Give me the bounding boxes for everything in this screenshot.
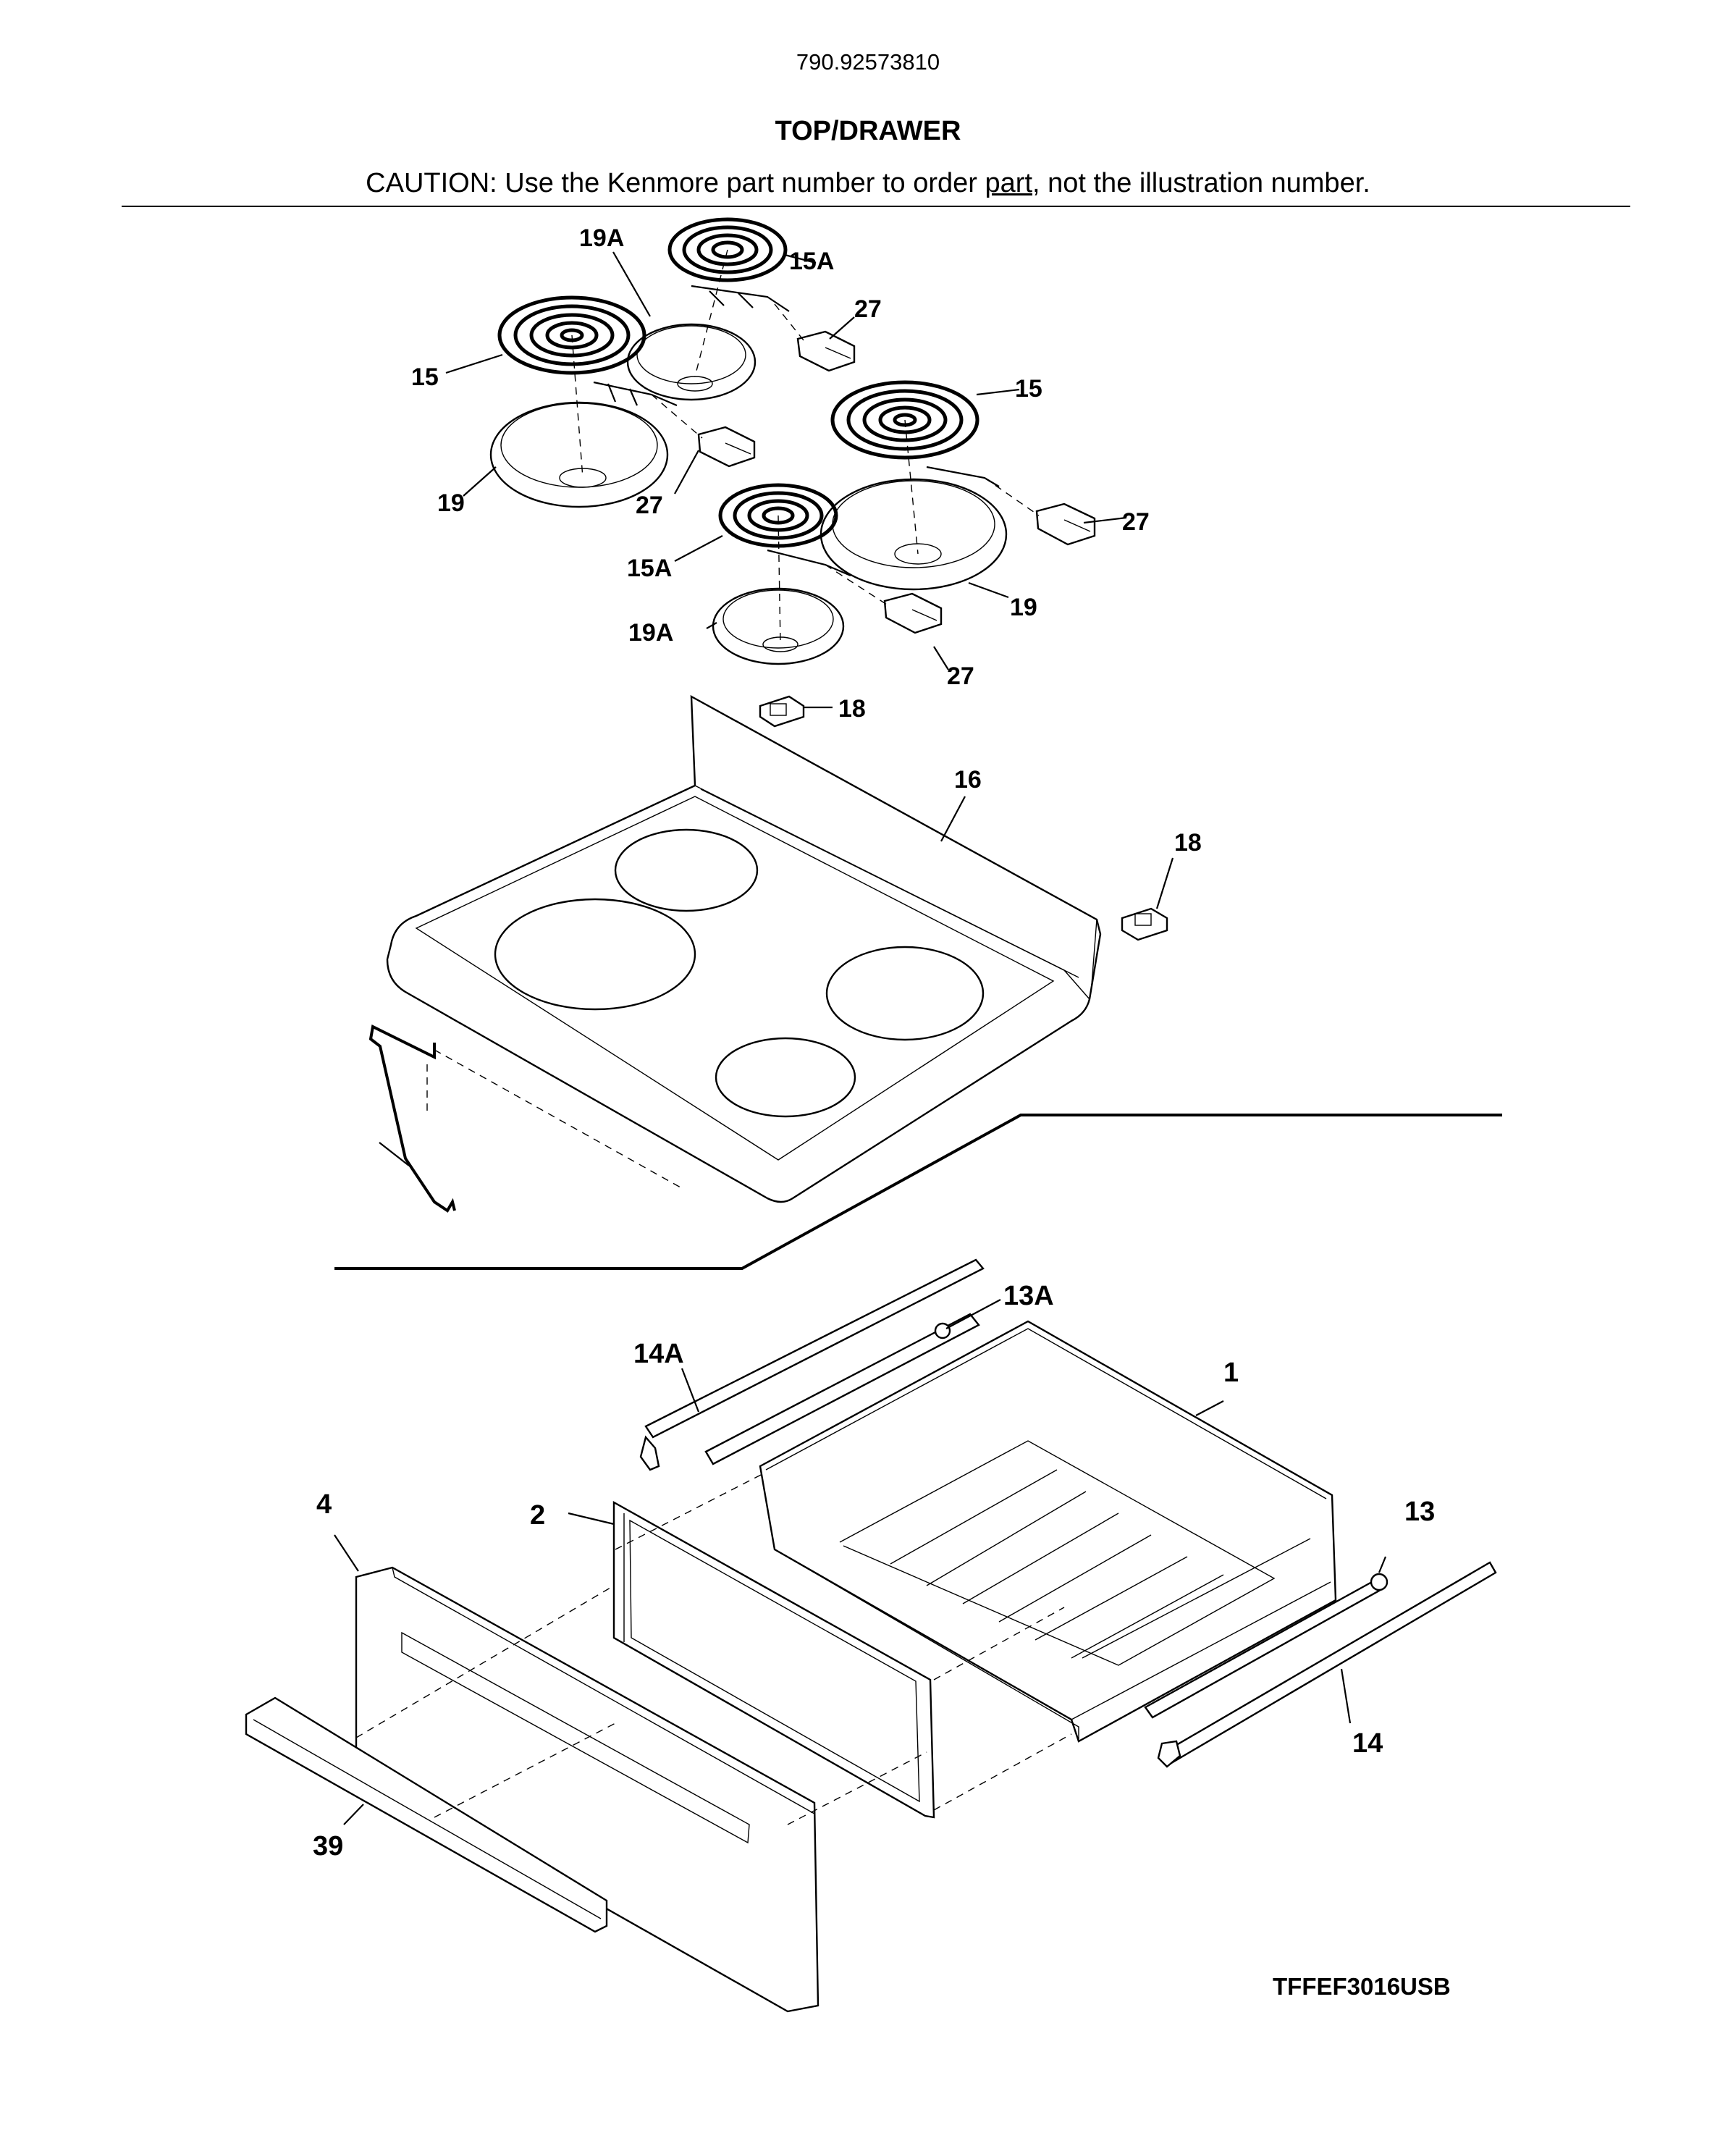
header-rule bbox=[122, 206, 1630, 207]
drawer-body[interactable] bbox=[759, 1320, 1337, 1743]
bracket-right[interactable] bbox=[1121, 907, 1168, 941]
large-element-right[interactable] bbox=[830, 380, 1000, 487]
receptacle-d[interactable] bbox=[883, 592, 943, 634]
cooktop[interactable] bbox=[386, 694, 1102, 1203]
callout-19-left: 19 bbox=[437, 489, 465, 517]
caution-part-link[interactable]: part bbox=[985, 168, 1032, 198]
rail-right[interactable] bbox=[1157, 1561, 1497, 1768]
callout-27-b: 27 bbox=[636, 492, 663, 519]
callout-18-b: 18 bbox=[1174, 829, 1202, 857]
large-drip-bowl-right[interactable] bbox=[819, 478, 1008, 591]
bracket-top[interactable] bbox=[759, 695, 805, 728]
drawer-liner[interactable] bbox=[612, 1500, 935, 1819]
drawer-group bbox=[245, 1258, 1497, 2013]
caution-text-before: CAUTION: Use the Kenmore part number to … bbox=[366, 168, 985, 198]
callout-13a: 13A bbox=[1003, 1281, 1054, 1311]
drawer-handle[interactable] bbox=[245, 1696, 608, 1933]
callout-16: 16 bbox=[954, 766, 982, 794]
caution-text-after: , not the illustration number. bbox=[1032, 168, 1370, 198]
receptacle-a[interactable] bbox=[796, 330, 856, 372]
callout-14: 14 bbox=[1352, 1728, 1383, 1759]
callout-14a: 14A bbox=[633, 1339, 684, 1369]
leader-lines bbox=[334, 251, 1387, 1825]
callout-27-a: 27 bbox=[854, 295, 882, 323]
callout-2: 2 bbox=[530, 1500, 545, 1531]
callout-4: 4 bbox=[316, 1489, 332, 1520]
surface-elements-group bbox=[489, 217, 1096, 665]
callout-19a-top: 19A bbox=[579, 224, 624, 252]
callout-15a-top: 15A bbox=[789, 248, 834, 275]
callout-27-d: 27 bbox=[947, 662, 974, 690]
model-number: 790.92573810 bbox=[796, 49, 940, 75]
section-title: TOP/DRAWER bbox=[775, 116, 961, 146]
callout-15-left: 15 bbox=[411, 363, 439, 391]
callout-15-right: 15 bbox=[1015, 375, 1042, 403]
caution-note: CAUTION: Use the Kenmore part number to … bbox=[0, 168, 1736, 199]
receptacle-b[interactable] bbox=[697, 426, 756, 468]
slide-right[interactable] bbox=[1144, 1573, 1389, 1719]
callout-15a-mid: 15A bbox=[627, 555, 672, 582]
small-drip-bowl-bottom[interactable] bbox=[712, 587, 845, 665]
model-code: TFFEF3016USB bbox=[1273, 1973, 1451, 2000]
callout-1: 1 bbox=[1223, 1358, 1239, 1388]
rail-left[interactable] bbox=[639, 1258, 985, 1471]
small-drip-bowl-top[interactable] bbox=[626, 323, 757, 401]
callout-19-right: 19 bbox=[1010, 594, 1037, 621]
small-element-middle[interactable] bbox=[718, 483, 851, 577]
large-drip-bowl-left[interactable] bbox=[489, 401, 669, 508]
callout-27-c: 27 bbox=[1122, 508, 1150, 536]
callout-labels: 19A 15A 27 15 15 19 27 27 15A 19 19A 27 … bbox=[313, 224, 1435, 1861]
callout-39: 39 bbox=[313, 1831, 343, 1861]
small-element-top[interactable] bbox=[667, 217, 790, 312]
cooktop-group bbox=[334, 694, 1502, 1270]
receptacle-c[interactable] bbox=[1035, 502, 1096, 546]
callout-19a-bottom: 19A bbox=[628, 619, 673, 647]
door-stop-rod[interactable] bbox=[368, 1025, 456, 1213]
callout-13: 13 bbox=[1404, 1497, 1435, 1527]
slide-left[interactable] bbox=[704, 1313, 980, 1465]
section-divider bbox=[334, 1114, 1502, 1270]
callout-18-a: 18 bbox=[838, 695, 866, 723]
